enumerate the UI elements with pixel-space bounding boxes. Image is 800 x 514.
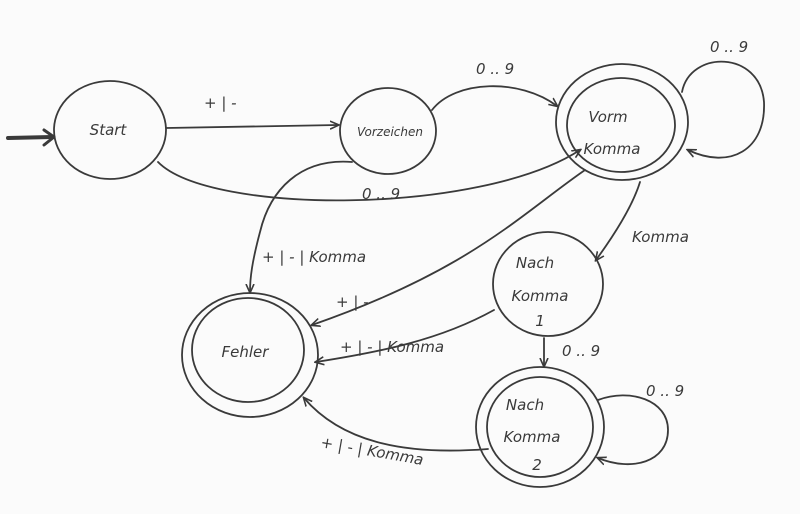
state-nachkomma2-label-1: Nach <box>506 396 544 414</box>
state-vorkomma: Vorm Komma <box>555 63 689 181</box>
edge-nachkomma1-fehler: + | - | Komma <box>316 309 495 362</box>
edge-start-vorkomma-label: 0 .. 9 <box>362 185 400 203</box>
state-nachkomma2-label-3: 2 <box>532 456 542 474</box>
state-vorzeichen-label: Vorzeichen <box>357 125 423 139</box>
state-vorkomma-label-1: Vorm <box>588 108 627 126</box>
state-nachkomma2-label-2: Komma <box>504 428 561 446</box>
edge-nachkomma2-loop: 0 .. 9 <box>598 382 684 464</box>
edge-start-vorzeichen: + | - <box>165 94 338 128</box>
state-fehler: Fehler <box>181 292 319 418</box>
edge-nachkomma2-fehler: + | - | Komma <box>304 398 489 469</box>
edge-start-vorzeichen-label: + | - <box>204 94 237 112</box>
state-nachkomma1-label-2: Komma <box>512 287 569 305</box>
edge-vorkomma-nachkomma1: Komma <box>596 181 689 260</box>
edge-vorkomma-nachkomma1-label: Komma <box>632 228 689 246</box>
edge-vorkomma-loop: 0 .. 9 <box>681 38 765 159</box>
state-vorkomma-label-2: Komma <box>584 140 641 158</box>
state-nachkomma2: Nach Komma 2 <box>475 366 605 488</box>
edge-vorzeichen-vorkomma-label: 0 .. 9 <box>476 60 514 78</box>
state-nachkomma1-label-1: Nach <box>516 254 554 272</box>
edge-vorkomma-fehler-label: + | - <box>336 293 369 311</box>
edge-nachkomma2-fehler-label: + | - | Komma <box>319 433 425 469</box>
edge-start-vorkomma: 0 .. 9 <box>157 150 580 203</box>
state-nachkomma1-label-3: 1 <box>535 312 545 330</box>
edge-nachkomma1-fehler-label: + | - | Komma <box>340 338 444 356</box>
edge-nachkomma2-loop-label: 0 .. 9 <box>646 382 684 400</box>
initial-arrow <box>6 128 56 147</box>
state-vorzeichen: Vorzeichen <box>339 87 437 175</box>
state-start: Start <box>53 80 167 180</box>
edge-vorzeichen-fehler-label: + | - | Komma <box>262 248 366 266</box>
edge-vorkomma-fehler: + | - <box>312 169 586 325</box>
state-fehler-label: Fehler <box>222 343 270 361</box>
state-nachkomma1: Nach Komma 1 <box>492 231 604 337</box>
state-start-label: Start <box>90 121 128 139</box>
edge-vorzeichen-vorkomma: 0 .. 9 <box>431 60 557 111</box>
edge-vorzeichen-fehler: + | - | Komma <box>250 160 366 292</box>
edge-nachkomma1-nachkomma2-label: 0 .. 9 <box>562 342 600 360</box>
edge-nachkomma1-nachkomma2: 0 .. 9 <box>544 337 600 366</box>
edge-vorkomma-loop-label: 0 .. 9 <box>710 38 748 56</box>
